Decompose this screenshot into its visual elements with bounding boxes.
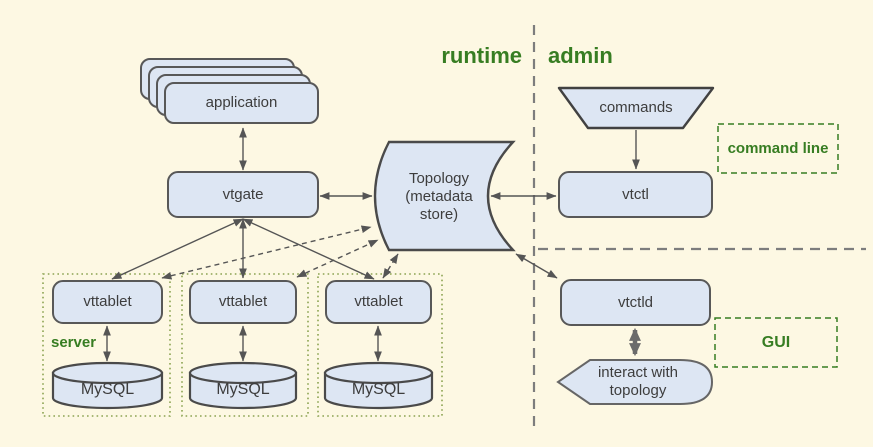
dashed-arrow-vttablet2-topology: [296, 239, 379, 278]
cylinder-top: [51, 361, 164, 385]
vttablet2-label: vttablet: [218, 293, 268, 310]
server-group-1: [42, 273, 171, 417]
vtctld-node: [560, 279, 711, 326]
command-line-annotation-box: [717, 123, 839, 174]
gui-annotation-label: GUI: [761, 333, 791, 351]
application-stack: [140, 58, 319, 124]
interact-label-line: topology: [609, 382, 667, 399]
arrow-vtgate-vttablet3: [242, 218, 375, 280]
command-line-annotation-label: command line: [727, 139, 829, 157]
vtgate-node: [167, 171, 319, 218]
vttablet-node-2: [189, 280, 297, 324]
application-label: application: [205, 94, 278, 111]
topology-label-line: (metadata: [405, 188, 473, 205]
dashed-arrow-vttablet1-topology: [161, 225, 372, 280]
topology-store-node: [373, 140, 516, 252]
topology-label-line: store): [419, 206, 459, 223]
arrow-vtgate-vttablet1: [111, 218, 244, 280]
vtctl-label: vtctl: [622, 185, 649, 203]
topology-label-line: Topology: [408, 170, 470, 187]
vttablet1-label: vttablet: [83, 293, 132, 310]
vttablet3-label: vttablet: [354, 293, 403, 310]
mysql-cylinder-2: [188, 361, 298, 410]
server-annotation-label: server: [51, 334, 97, 351]
commands-label: commands: [599, 99, 673, 116]
interact-with-topology-node: [556, 359, 714, 405]
interact-label-line: interact with: [597, 364, 679, 381]
mysql2-label: MySQL: [216, 381, 270, 399]
vtctl-node: [558, 171, 713, 218]
mysql3-label: MySQL: [351, 381, 406, 399]
commands-node: [557, 86, 715, 130]
cylinder-top: [323, 361, 434, 385]
application-node: [164, 82, 319, 124]
vtctld-label: vtctld: [617, 293, 653, 311]
vttablet-node-3: [325, 280, 432, 324]
vtgate-label: vtgate: [222, 185, 264, 203]
arrow-topology-vtctld: [515, 253, 558, 279]
topology-label: Topology (metadata store): [384, 164, 494, 230]
admin-section-label: admin: [548, 42, 613, 68]
dashed-arrow-vttablet3-topology: [382, 253, 399, 279]
mysql-cylinder-1: [51, 361, 164, 410]
server-group-3: [317, 273, 443, 417]
gui-annotation-box: [714, 317, 838, 368]
interact-with-topology-label: interact with topology: [570, 360, 706, 404]
cylinder-top: [188, 361, 298, 385]
mysql1-label: MySQL: [80, 381, 135, 399]
runtime-section-label: runtime: [441, 42, 522, 68]
vttablet-node-1: [52, 280, 163, 324]
mysql-cylinder-3: [323, 361, 434, 410]
